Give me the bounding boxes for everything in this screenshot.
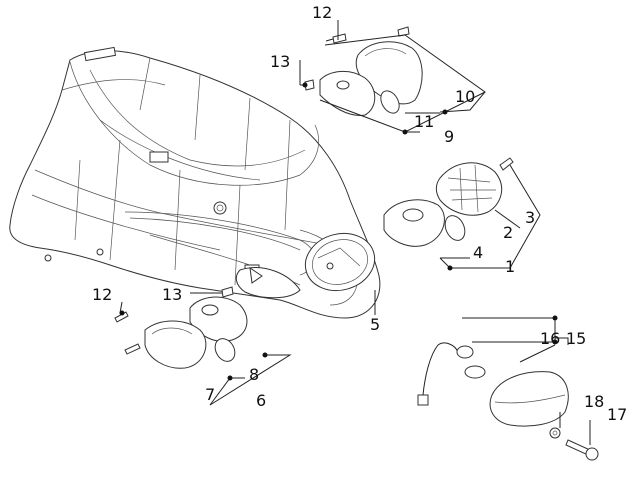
label-4: 4 bbox=[473, 243, 483, 262]
label-16: 16 bbox=[540, 329, 560, 348]
label-1: 1 bbox=[505, 257, 515, 276]
front-shield-body bbox=[9, 46, 381, 319]
label-12-left: 12 bbox=[92, 285, 112, 304]
label-6: 6 bbox=[256, 391, 266, 410]
headlight-housing-part-5 bbox=[304, 232, 376, 292]
label-8: 8 bbox=[249, 365, 259, 384]
body-indicator-opening bbox=[235, 266, 301, 299]
label-7: 7 bbox=[205, 385, 215, 404]
rear-light-assembly-15 bbox=[417, 342, 599, 461]
rear-indicator-assembly-9 bbox=[304, 26, 423, 116]
label-12-top: 12 bbox=[312, 3, 332, 22]
callout-lines bbox=[119, 20, 591, 445]
label-10: 10 bbox=[455, 87, 475, 106]
label-3: 3 bbox=[525, 208, 535, 227]
part-labels: 12 13 10 11 9 3 2 4 1 5 12 13 8 7 6 16 1… bbox=[92, 3, 627, 424]
front-indicator-assembly-1 bbox=[383, 157, 514, 247]
label-2: 2 bbox=[503, 223, 513, 242]
front-left-indicator-assembly-6 bbox=[114, 286, 248, 369]
label-13-top: 13 bbox=[270, 52, 290, 71]
label-13-left: 13 bbox=[162, 285, 182, 304]
label-17: 17 bbox=[607, 405, 627, 424]
label-11: 11 bbox=[414, 112, 434, 131]
label-5: 5 bbox=[370, 315, 380, 334]
label-15: 15 bbox=[566, 329, 586, 348]
label-18: 18 bbox=[584, 392, 604, 411]
label-9: 9 bbox=[444, 127, 454, 146]
